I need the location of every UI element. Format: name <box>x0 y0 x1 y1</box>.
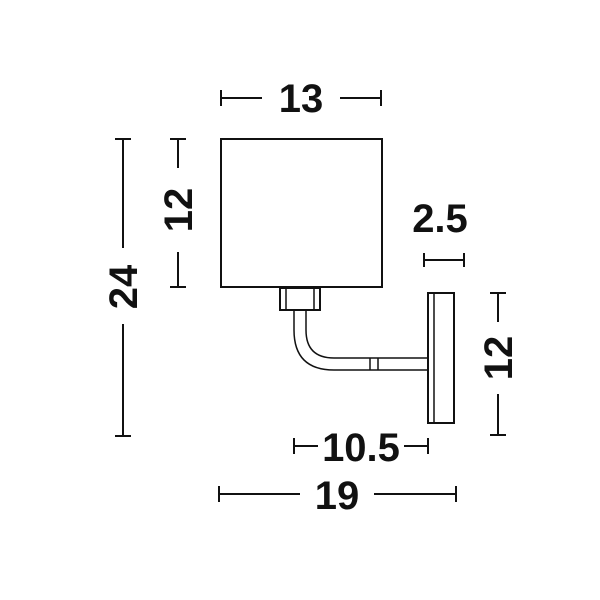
dim-label-shade-height: 12 <box>157 188 201 233</box>
dim-label-total-height: 24 <box>102 264 146 309</box>
wall-backplate <box>427 292 455 424</box>
lamp-arm-outer <box>293 310 428 371</box>
lamp-socket <box>279 287 321 311</box>
dim-label-total-depth: 19 <box>315 474 360 518</box>
dim-label-shade-width: 13 <box>279 77 324 121</box>
dim-label-arm-gap: 2.5 <box>412 197 468 241</box>
dim-label-projection: 10.5 <box>322 426 400 470</box>
dim-label-backplate-height: 12 <box>477 336 521 381</box>
lamp-shade <box>220 138 383 288</box>
lamp-arm-inner <box>305 310 428 359</box>
